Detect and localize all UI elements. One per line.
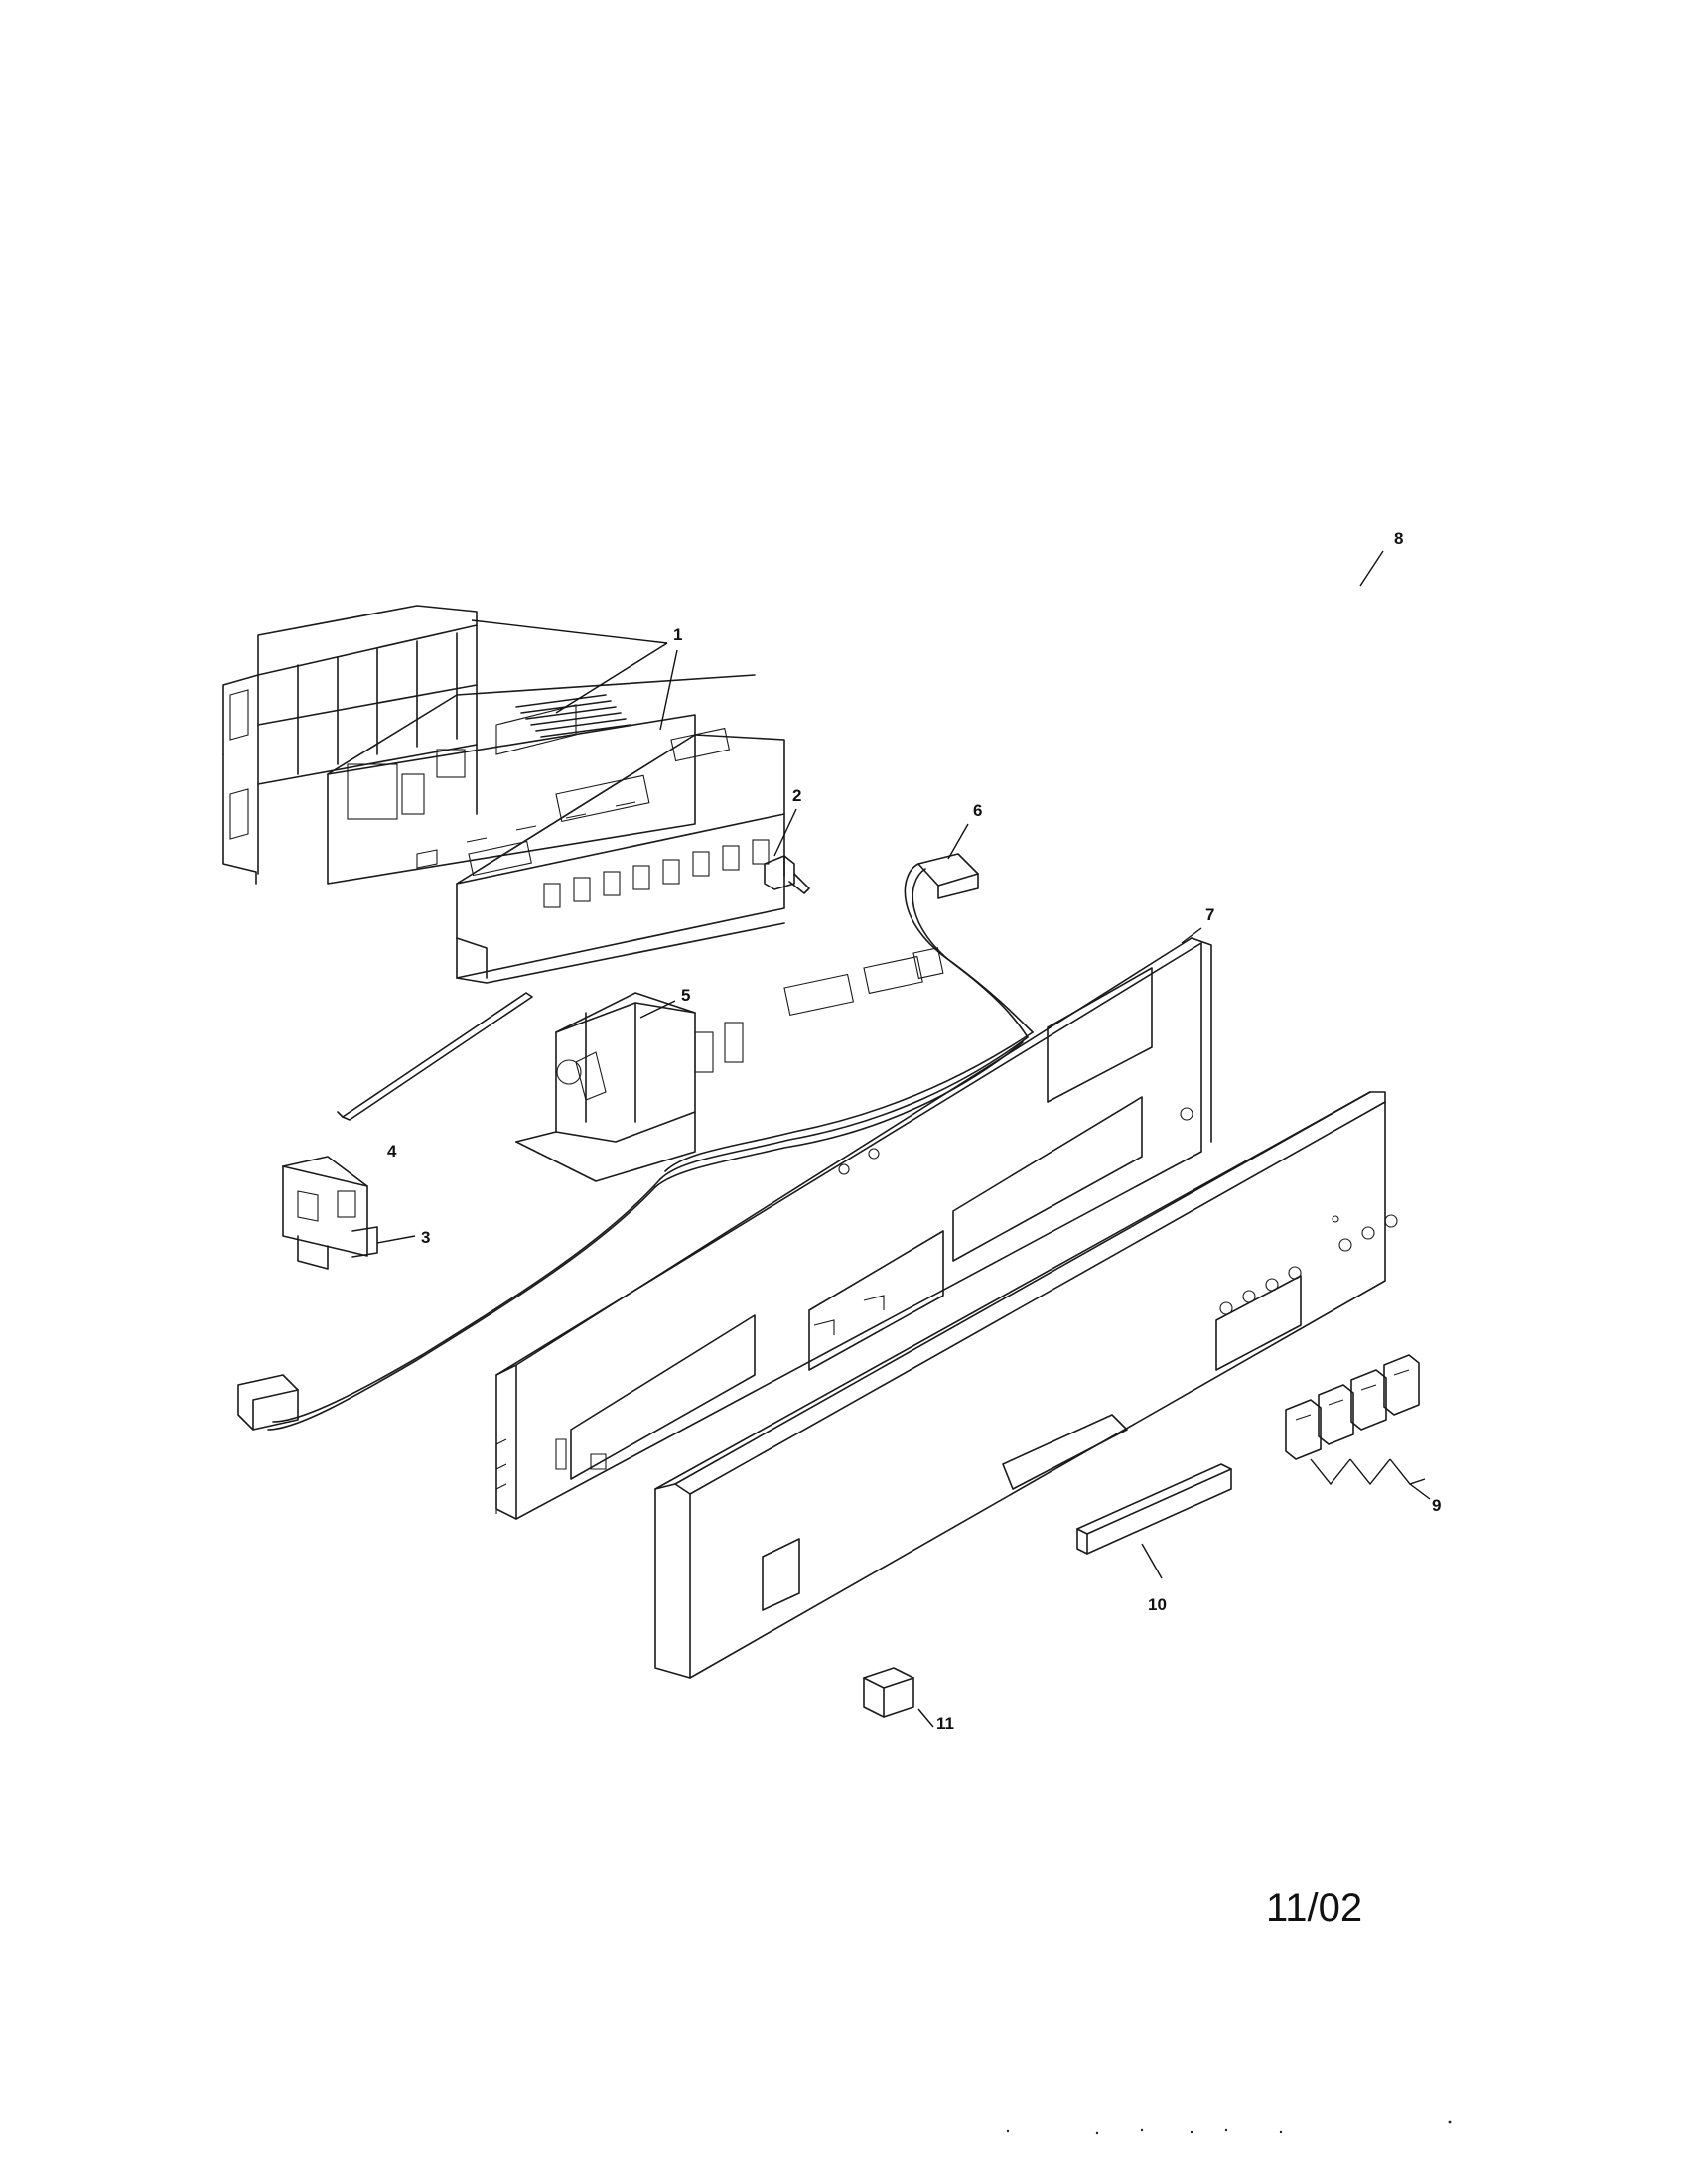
part-5-latch [515,992,696,1182]
label-part-7: 7 [1205,905,1214,924]
label-part-3: 3 [421,1228,430,1247]
label-part-1: 1 [673,625,682,644]
label-part-2: 2 [792,786,801,805]
scan-artifacts [1006,2120,1452,2135]
wiring-harness [237,853,1034,1431]
part-11-cap [863,1667,914,1718]
label-part-11: 11 [936,1714,954,1733]
part-8-front-panel [654,1091,1398,1679]
part-labels: 1 2 3 4 5 6 7 8 9 10 11 [387,529,1441,1733]
leader-lines [376,550,1431,1728]
control-module-assembly [222,605,785,984]
part-7-inner-panel [495,937,1212,1520]
label-part-5: 5 [681,986,690,1005]
label-part-4: 4 [387,1142,397,1160]
part-2-clip [764,855,810,894]
label-part-10: 10 [1148,1595,1167,1614]
date-code: 11/02 [1266,1886,1362,1930]
part-3-switch [282,1156,378,1270]
part-10-handle-trim [1076,1463,1232,1555]
label-part-8: 8 [1394,529,1403,548]
part-4-rod [337,992,533,1121]
label-part-6: 6 [973,801,982,820]
part-9-buttons [1285,1354,1420,1460]
label-part-9: 9 [1432,1496,1441,1515]
